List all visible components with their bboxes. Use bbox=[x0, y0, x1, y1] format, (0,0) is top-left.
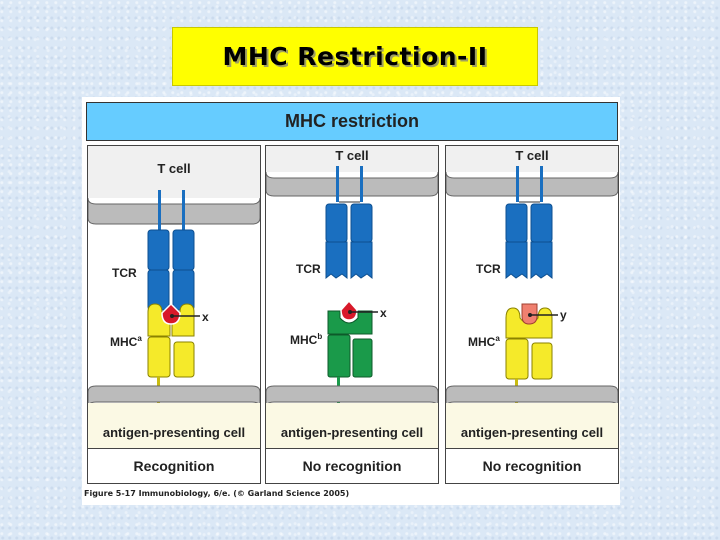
apc-label: antigen-presenting cell bbox=[102, 425, 246, 440]
panel-recognition: T cell TCR MHCa x antigen-presenting cel… bbox=[87, 145, 261, 484]
t-cell-label: T cell bbox=[515, 148, 549, 163]
t-cell-membrane bbox=[88, 197, 260, 225]
apc-label: antigen-presenting cell bbox=[460, 425, 604, 440]
panel-2-illustration bbox=[266, 146, 438, 449]
result-label: No recognition bbox=[266, 448, 438, 483]
panel-1-illustration bbox=[88, 146, 260, 449]
mhc-label: MHCb bbox=[290, 332, 323, 347]
peptide-label: y bbox=[560, 308, 567, 322]
figure-header: MHC restriction bbox=[86, 102, 618, 141]
slide-title-box: MHC Restriction-II bbox=[172, 27, 538, 86]
peptide-label: x bbox=[380, 306, 387, 320]
apc-label: antigen-presenting cell bbox=[280, 425, 424, 440]
peptide-label: x bbox=[202, 310, 209, 324]
mhc-restriction-figure: MHC restriction bbox=[82, 97, 620, 505]
result-label: No recognition bbox=[446, 448, 618, 483]
panel-3-illustration bbox=[446, 146, 618, 449]
t-cell-body bbox=[88, 146, 260, 198]
figure-caption: Figure 5-17 Immunobiology, 6/e. (© Garla… bbox=[84, 489, 350, 498]
tcr-label: TCR bbox=[296, 262, 321, 276]
mhc-label: MHCa bbox=[110, 334, 142, 349]
tcr-label: TCR bbox=[112, 266, 137, 280]
mhc-label: MHCa bbox=[468, 334, 500, 349]
tcr-label: TCR bbox=[476, 262, 501, 276]
panel-no-recognition-mhc-b: T cell TCR MHCb x antigen-presenting cel… bbox=[265, 145, 439, 484]
result-label: Recognition bbox=[88, 448, 260, 483]
t-cell-label: T cell bbox=[157, 161, 191, 176]
t-cell-label: T cell bbox=[335, 148, 369, 163]
slide-title: MHC Restriction-II bbox=[222, 42, 488, 71]
panel-no-recognition-peptide-y: T cell TCR MHCa y antigen-presenting cel… bbox=[445, 145, 619, 484]
